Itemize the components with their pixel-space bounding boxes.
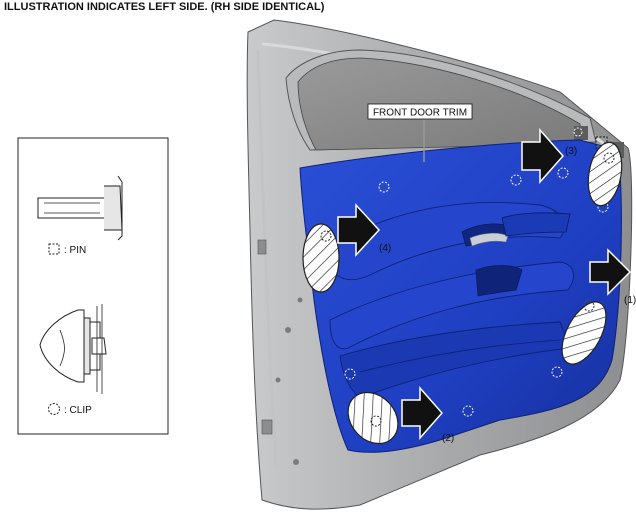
legend-box: : PIN : CLIP	[17, 137, 169, 435]
clip-symbol-icon	[48, 403, 60, 415]
arrow-2-icon	[401, 386, 443, 440]
callout-label: FRONT DOOR TRIM	[373, 108, 467, 119]
arrow-2-label: (2)	[442, 433, 454, 444]
arrows: (1) (2) (3) (4)	[337, 128, 636, 444]
legend-clip-label: : CLIP	[64, 405, 92, 416]
legend-pin-label: : PIN	[64, 245, 86, 256]
hatched-region	[561, 301, 607, 365]
clip-marker	[510, 174, 522, 186]
arrow-4-icon	[337, 203, 381, 257]
pin-marker	[595, 136, 608, 149]
front-door-trim	[299, 139, 622, 453]
hatched-region	[587, 141, 623, 207]
header-title: ILLUSTRATION INDICATES LEFT SIDE. (RH SI…	[4, 1, 325, 13]
clip-marker	[344, 368, 356, 380]
clip-marker	[378, 181, 390, 193]
clip-marker	[551, 366, 563, 378]
clip-marker	[573, 127, 583, 137]
pin-fastener-icon	[37, 175, 123, 241]
clip-marker	[557, 167, 569, 179]
arrow-4-label: (4)	[379, 243, 391, 254]
pin-symbol-icon	[48, 243, 60, 255]
clip-fastener-icon	[39, 304, 107, 394]
hatched-region	[347, 391, 399, 445]
arrow-1-label: (1)	[624, 295, 636, 306]
hatched-regions	[302, 141, 623, 445]
arrow-1-icon	[589, 248, 632, 296]
arrow-3-label: (3)	[565, 146, 577, 157]
hatched-region	[302, 223, 340, 293]
arrow-3-icon	[521, 128, 565, 184]
clip-marker	[462, 405, 474, 417]
callout: FRONT DOOR TRIM	[367, 103, 473, 162]
